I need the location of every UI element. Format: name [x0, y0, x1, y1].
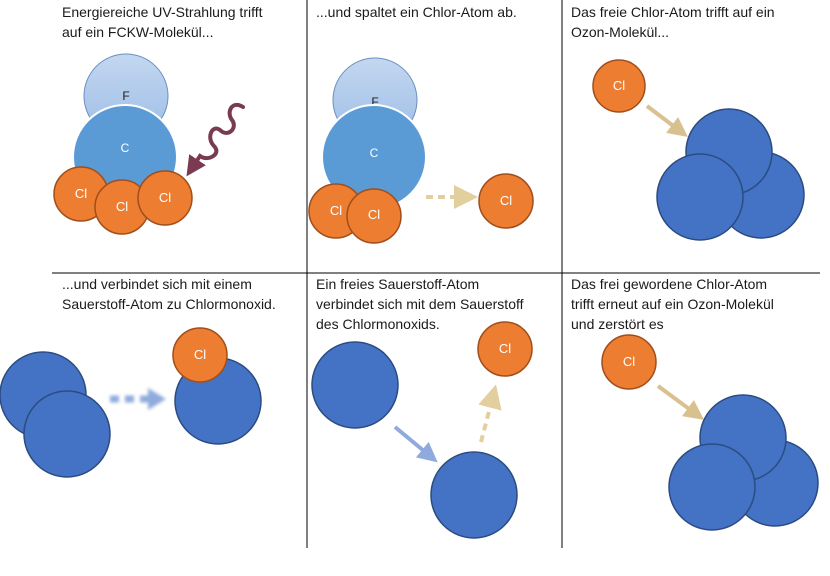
panel-5: Ein freies Sauerstoff-Atom verbindet sic…: [311, 276, 533, 539]
dashed-arrow-icon: [478, 384, 502, 443]
oxygen-atom: [668, 443, 756, 531]
panel-6-caption-line-3: und zerstört es: [571, 316, 664, 332]
chlorine-atom: [137, 170, 193, 226]
oxygen-atom: [23, 390, 111, 478]
panel-1-caption-line-2: auf ein FCKW-Molekül...: [62, 24, 213, 40]
panel-3: Das freie Chlor-Atom trifft auf ein Ozon…: [571, 4, 805, 241]
panel-2-caption-line-1: ...und spaltet ein Chlor-Atom ab.: [316, 4, 517, 20]
carbon-label: C: [121, 141, 130, 155]
carbon-label: C: [370, 146, 379, 160]
panel-5-caption-line-2: verbindet sich mit dem Sauerstoff: [316, 296, 524, 312]
panel-4: ...und verbindet sich mit einem Sauersto…: [0, 276, 276, 478]
wavy-arrow-icon: [186, 102, 245, 177]
blurred-arrow-icon: [110, 388, 166, 410]
arrow-icon: [645, 104, 688, 138]
chlorine-label: Cl: [330, 203, 342, 218]
panel-1-caption-line-1: Energiereiche UV-Strahlung trifft: [62, 4, 263, 20]
panel-1: Energiereiche UV-Strahlung trifft auf ei…: [53, 4, 263, 235]
chlorine-label: Cl: [613, 78, 625, 93]
fluorine-label: F: [371, 95, 378, 109]
chlorine-label: Cl: [623, 354, 635, 369]
panel-6-caption-line-1: Das frei gewordene Chlor-Atom: [571, 276, 767, 292]
chlorine-atom: [592, 59, 646, 113]
panel-4-caption-line-1: ...und verbindet sich mit einem: [62, 276, 252, 292]
chlorine-atom: [601, 334, 657, 390]
oxygen-atom-free: [311, 341, 399, 429]
panel-2: ...und spaltet ein Chlor-Atom ab. F C Cl…: [308, 4, 534, 244]
chlorine-label: Cl: [116, 199, 128, 214]
chlorine-label: Cl: [500, 193, 512, 208]
panel-grid: [52, 0, 820, 548]
chlorine-atom: [477, 321, 533, 377]
panel-5-caption-line-1: Ein freies Sauerstoff-Atom: [316, 276, 479, 292]
arrow-icon: [393, 425, 438, 463]
panel-3-caption-line-1: Das freie Chlor-Atom trifft auf ein: [571, 4, 775, 20]
panel-5-caption-line-3: des Chlormonoxids.: [316, 316, 440, 332]
chlorine-atom: [346, 188, 402, 244]
chlorine-label: Cl: [194, 347, 206, 362]
chlorine-label: Cl: [499, 341, 511, 356]
arrow-icon: [656, 384, 705, 420]
panel-3-caption-line-2: Ozon-Molekül...: [571, 24, 669, 40]
fluorine-label: F: [122, 89, 129, 103]
chlorine-label: Cl: [159, 190, 171, 205]
panel-4-caption-line-2: Sauerstoff-Atom zu Chlormonoxid.: [62, 296, 276, 312]
oxygen-atom: [430, 451, 518, 539]
chlorine-atom: [172, 327, 228, 383]
oxygen-atom: [656, 153, 744, 241]
chlorine-label: Cl: [368, 207, 380, 222]
chlorine-label: Cl: [75, 186, 87, 201]
panel-6-caption-line-2: trifft erneut auf ein Ozon-Molekül: [571, 296, 774, 312]
panel-6: Das frei gewordene Chlor-Atom trifft ern…: [571, 276, 819, 531]
chlorine-atom-free: [478, 173, 534, 229]
